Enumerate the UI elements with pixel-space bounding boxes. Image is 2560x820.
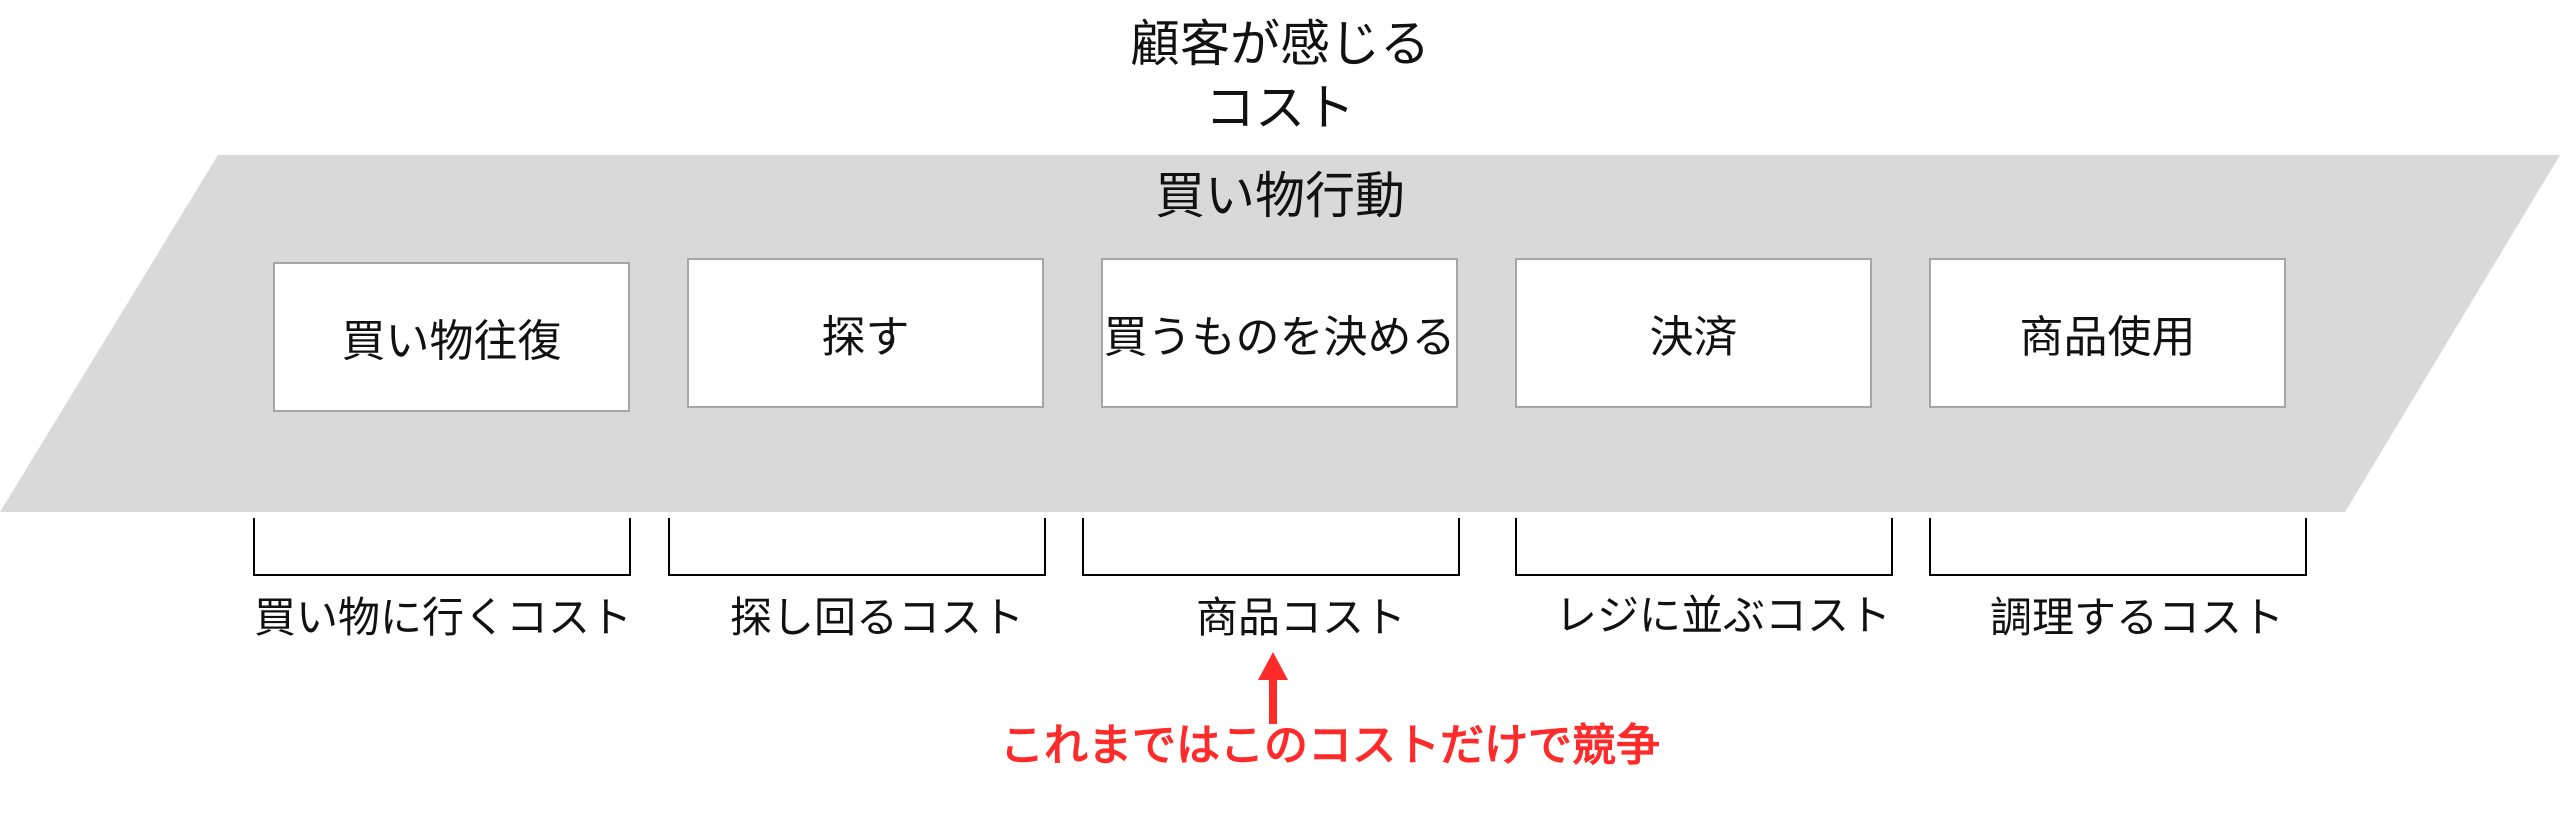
title-line-2: コスト (1205, 79, 1355, 137)
bracket-payment (1515, 518, 1893, 576)
cost-label-cooking: 調理するコスト (1989, 593, 2284, 642)
bracket-round-trip (253, 518, 631, 576)
diagram-title: 顧客が感じる コスト (1080, 12, 1480, 140)
cost-label-round-trip: 買い物に行くコスト (253, 593, 632, 642)
step-box-search: 探す (687, 258, 1044, 408)
step-box-decide: 買うものを決める (1101, 258, 1458, 408)
cost-label-register: レジに並ぶコスト (1554, 591, 1891, 640)
arrow-shaft (1269, 678, 1277, 724)
cost-label-product: 商品コスト (1195, 593, 1406, 642)
step-box-payment: 決済 (1515, 258, 1872, 408)
title-line-1: 顧客が感じる (1130, 15, 1430, 73)
bracket-search (668, 518, 1046, 576)
band-title: 買い物行動 (1155, 167, 1405, 225)
bracket-use (1929, 518, 2307, 576)
bracket-product (1082, 518, 1460, 576)
step-box-use: 商品使用 (1929, 258, 2286, 408)
arrow-head (1258, 652, 1288, 680)
step-box-round-trip: 買い物往復 (273, 262, 630, 412)
up-arrow-icon (1258, 652, 1288, 724)
cost-label-search: 探し回るコスト (729, 593, 1024, 642)
competition-note: これまではこのコストだけで競争 (1000, 720, 1660, 771)
